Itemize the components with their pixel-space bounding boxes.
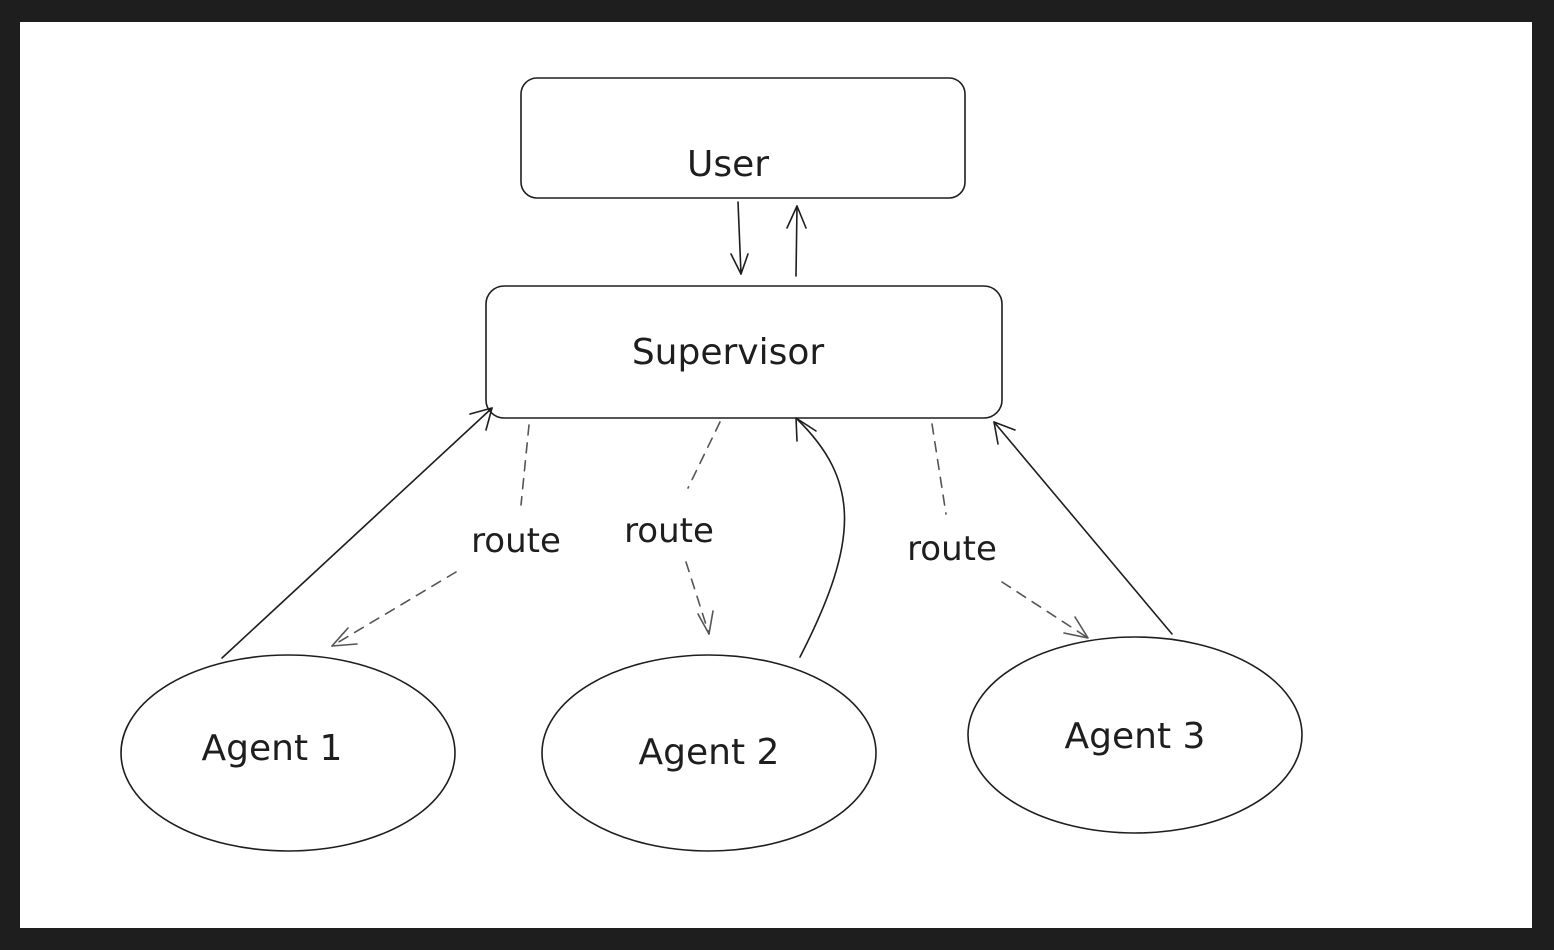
agent3-node-ellipse	[967, 636, 1303, 834]
agent3-node-label: Agent 3	[1065, 716, 1206, 757]
agent2-node[interactable]: Agent 2	[541, 654, 877, 852]
agent1-node-ellipse	[120, 654, 456, 852]
route-label-agent1: route	[471, 521, 561, 561]
route-label-agent2: route	[624, 511, 714, 551]
return-arrow-agent2	[795, 417, 846, 658]
route-arrow-agent3	[931, 423, 1089, 639]
return-arrow-agent1	[221, 407, 493, 659]
supervisor-node-box	[485, 285, 1003, 419]
agent1-node-label: Agent 1	[202, 728, 343, 769]
route-arrow-agent2	[685, 421, 721, 635]
agent2-node-label: Agent 2	[639, 732, 780, 773]
supervisor-node[interactable]: Supervisor	[485, 285, 1003, 419]
return-arrow-agent3	[993, 421, 1173, 635]
supervisor-node-label: Supervisor	[632, 332, 825, 373]
agent2-node-ellipse	[541, 654, 877, 852]
route-label-agent3: route	[907, 529, 997, 569]
user-to-supervisor-arrow	[730, 201, 749, 275]
route-arrow-agent1	[331, 424, 530, 647]
user-node-box	[520, 77, 966, 199]
user-node-label: User	[687, 144, 769, 185]
agent1-node[interactable]: Agent 1	[120, 654, 456, 852]
user-node[interactable]: User	[520, 77, 966, 199]
supervisor-to-user-arrow	[786, 205, 807, 277]
agent3-node[interactable]: Agent 3	[967, 636, 1303, 834]
diagram-canvas	[20, 22, 1532, 928]
